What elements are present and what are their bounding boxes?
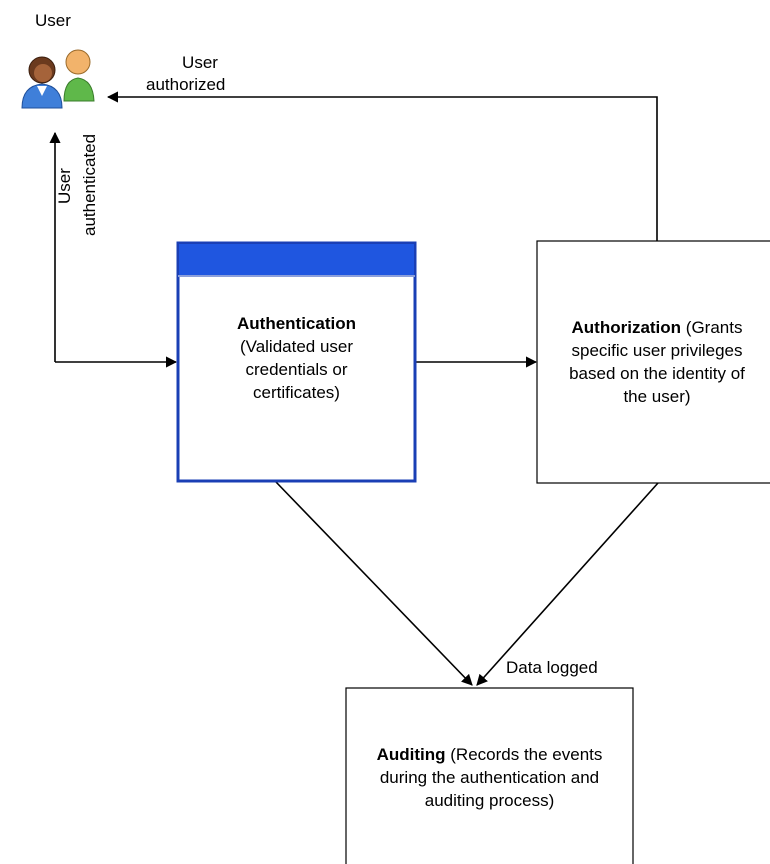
authorization-title-suffix: (Grants	[681, 318, 743, 337]
auditing-text: Auditing (Records the events during the …	[346, 743, 633, 812]
users-icon	[21, 49, 95, 109]
authorization-line-3: the user)	[623, 387, 691, 406]
edge-label-user-authorized: User	[172, 52, 228, 73]
edge-user-authorized	[106, 91, 658, 241]
node-auditing	[345, 687, 634, 864]
auditing-title: Auditing	[376, 745, 446, 764]
authentication-text: Authentication (Validated user credentia…	[178, 312, 415, 404]
edge-label-user-authenticated-line1: User	[55, 168, 74, 204]
edge-label-user-authenticated-line2: authenticated	[80, 133, 99, 236]
authentication-title: Authentication	[237, 314, 356, 333]
authentication-line-3: certificates)	[253, 383, 340, 402]
auditing-line-1: during the authentication and	[379, 768, 600, 787]
user-label: User	[35, 11, 71, 30]
auditing-line-2: auditing process)	[424, 791, 555, 810]
authorization-text: Authorization (Grants specific user priv…	[537, 316, 770, 408]
edge-label-user-authorized-line2: authorized	[146, 75, 226, 94]
edge-label-user-authorized-line1: User	[182, 53, 218, 72]
authorization-line-2: based on the identity of	[569, 364, 745, 383]
authentication-line-1: (Validated user	[239, 337, 354, 356]
auditing-title-suffix: (Records the events	[445, 745, 603, 764]
edge-label-data-logged: Data logged	[506, 658, 598, 677]
edge-authorization-to-auditing	[476, 482, 659, 686]
node-authentication	[176, 241, 417, 483]
authentication-line-2: credentials or	[245, 360, 348, 379]
edge-authentication-to-auditing	[275, 481, 473, 686]
authorization-title: Authorization	[571, 318, 682, 337]
node-authorization	[536, 240, 770, 484]
authorization-line-1: specific user privileges	[571, 341, 743, 360]
